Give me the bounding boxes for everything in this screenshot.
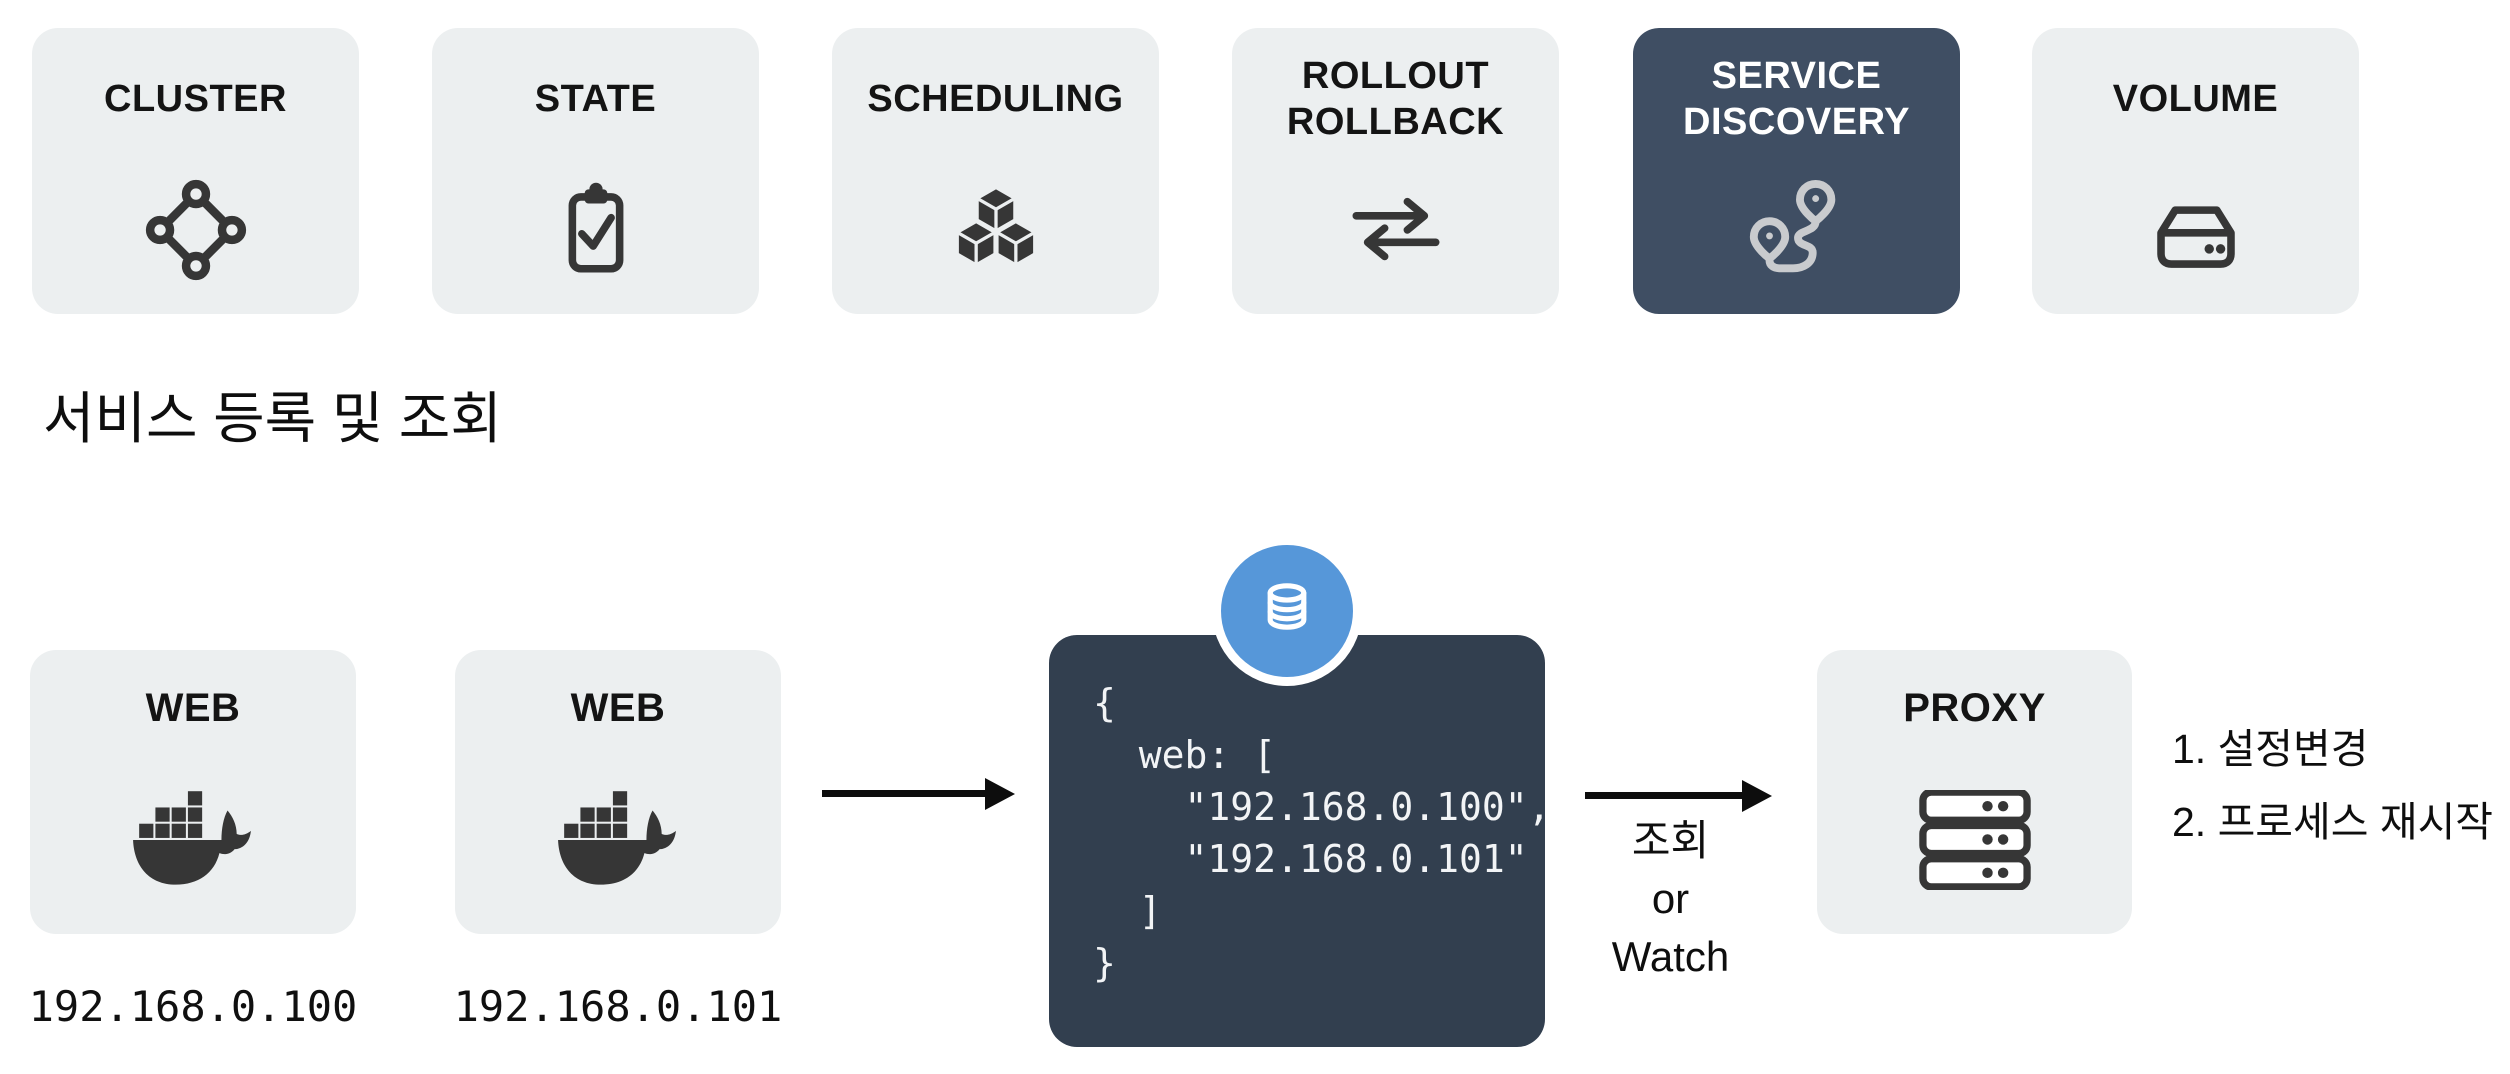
feature-card-title: CLUSTER xyxy=(104,77,287,120)
feature-card-rollout-rollback: ROLLOUT ROLLBACK xyxy=(1232,28,1559,314)
lookup-arrow-label: 조회 or Watch xyxy=(1611,817,1730,980)
scheduling-icon xyxy=(944,178,1048,287)
registry-code-block: { web: [ "192.168.0.100", "192.168.0.101… xyxy=(1049,635,1551,1047)
section-title: 서비스 등록 및 조회 xyxy=(43,387,502,450)
feature-card-title: ROLLOUT ROLLBACK xyxy=(1286,54,1505,143)
web-node-card-2: WEB xyxy=(455,650,781,934)
web-node-title: WEB xyxy=(145,685,241,730)
registry-code: { web: [ "192.168.0.100", "192.168.0.101… xyxy=(1093,681,1551,985)
database-badge xyxy=(1212,536,1362,686)
web-node-title: WEB xyxy=(570,685,666,730)
docker-whale-icon xyxy=(554,790,682,899)
rollout-rollback-icon xyxy=(1342,178,1450,287)
feature-card-volume: VOLUME xyxy=(2032,28,2359,314)
server-rack-icon xyxy=(1916,788,2034,895)
feature-card-service-discovery: SERVICE DISCOVERY xyxy=(1633,28,1960,314)
feature-card-title: SERVICE DISCOVERY xyxy=(1683,54,1910,143)
feature-card-state: STATE xyxy=(432,28,759,314)
service-discovery-icon xyxy=(1741,178,1853,291)
lookup-arrow xyxy=(1585,792,1743,799)
proxy-card: PROXY xyxy=(1817,650,2132,934)
proxy-title: PROXY xyxy=(1903,685,2046,730)
docker-whale-icon xyxy=(129,790,257,899)
cluster-icon xyxy=(144,178,248,287)
proxy-step-1: 1. 설정변경 xyxy=(2172,726,2369,772)
feature-card-scheduling: SCHEDULING xyxy=(832,28,1159,314)
feature-card-title: VOLUME xyxy=(2112,77,2279,120)
register-arrow xyxy=(822,790,986,797)
web-node-ip-1: 192.168.0.100 xyxy=(28,982,358,1031)
web-node-card-1: WEB xyxy=(30,650,356,934)
proxy-step-2: 2. 프로세스 재시작 xyxy=(2172,799,2494,846)
feature-card-title: STATE xyxy=(534,77,657,120)
volume-icon xyxy=(2142,178,2250,287)
feature-card-title: SCHEDULING xyxy=(867,77,1124,120)
state-icon xyxy=(544,178,648,287)
web-node-ip-2: 192.168.0.101 xyxy=(453,982,783,1031)
feature-card-cluster: CLUSTER xyxy=(32,28,359,314)
proxy-steps: 1. 설정변경 2. 프로세스 재시작 xyxy=(2172,726,2510,874)
database-icon xyxy=(1267,583,1307,630)
